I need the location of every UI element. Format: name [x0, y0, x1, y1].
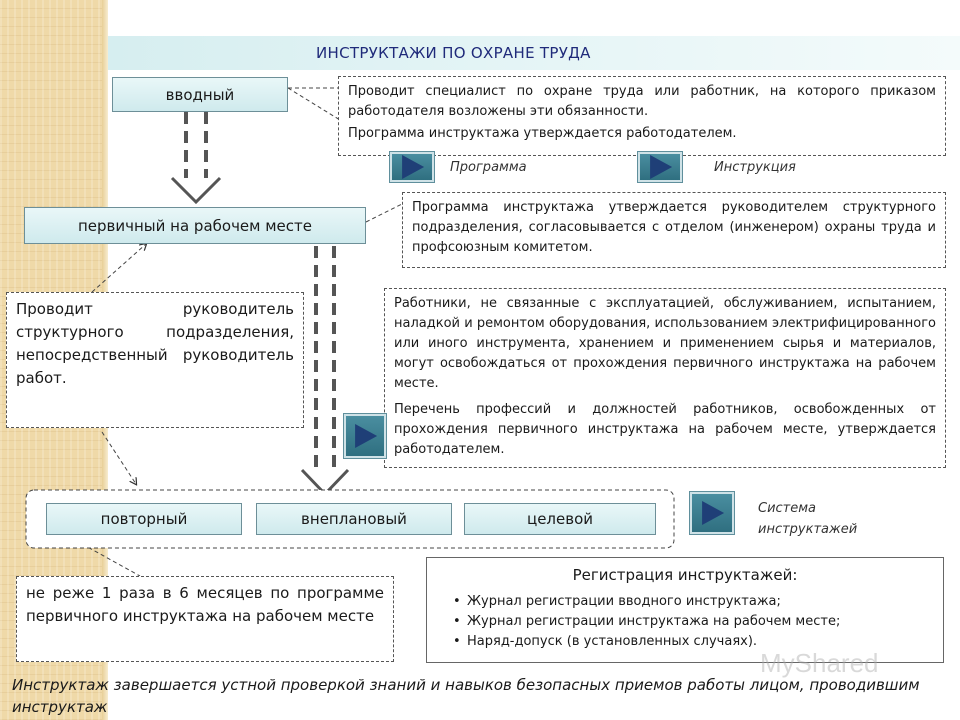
caption-instruction: Инструкция	[710, 160, 800, 175]
connector-pervichny-note	[365, 203, 403, 223]
type-tselevoy[interactable]: целевой	[464, 503, 656, 535]
watermark: MyShared	[760, 648, 879, 678]
note-exempt: Работники, не связанные с эксплуатацией,…	[384, 288, 946, 468]
connector-vvodny-note-2	[287, 87, 341, 121]
caption-system: Система инструктажей	[754, 498, 862, 540]
registration-item: Журнал регистрации инструктажа на рабоче…	[453, 612, 929, 632]
connector-conducts-down	[101, 431, 136, 484]
type-pervichny[interactable]: первичный на рабочем месте	[24, 207, 366, 244]
note-conducts-text: Проводит руководитель структурного подра…	[16, 300, 294, 387]
note-vvodny: Проводит специалист по охране труда или …	[338, 76, 946, 156]
arrow-vvodny-to-pervichny	[170, 112, 222, 205]
note-exempt-text-2: Перечень профессий и должностей работник…	[394, 402, 936, 457]
caption-program: Программа	[446, 160, 531, 175]
note-exempt-text-1: Работники, не связанные с эксплуатацией,…	[394, 296, 936, 391]
type-vvodny[interactable]: вводный	[112, 77, 288, 112]
registration-item: Журнал регистрации вводного инструктажа;	[453, 592, 929, 612]
play-triangle-icon	[402, 155, 425, 179]
registration-box: Регистрация инструктажей: Журнал регистр…	[426, 557, 944, 663]
type-vneplanovy[interactable]: внеплановый	[256, 503, 452, 535]
exempt-list-link-button[interactable]	[344, 414, 386, 458]
note-conducts: Проводит руководитель структурного подра…	[6, 292, 304, 428]
registration-title: Регистрация инструктажей:	[572, 566, 798, 584]
footer-note: Инструктаж завершается устной проверкой …	[12, 676, 920, 716]
note-vvodny-text-2: Программа инструктажа утверждается работ…	[348, 126, 737, 141]
program-link-button[interactable]	[390, 152, 434, 182]
instruction-link-button[interactable]	[638, 152, 682, 182]
note-pervichny-program-text: Программа инструктажа утверждается руков…	[412, 200, 936, 255]
title-band	[108, 36, 960, 70]
caption-system-line-2: инструктажей	[758, 522, 858, 537]
play-triangle-icon	[355, 424, 378, 448]
play-triangle-icon	[650, 155, 673, 179]
registration-list: Журнал регистрации вводного инструктажа;…	[441, 592, 929, 652]
system-link-button[interactable]	[690, 492, 734, 534]
caption-system-line-1: Система	[758, 501, 817, 516]
note-repeat-text: не реже 1 раза в 6 месяцев по программе …	[26, 584, 384, 625]
registration-item: Наряд-допуск (в установленных случаях).	[453, 632, 929, 652]
note-repeat: не реже 1 раза в 6 месяцев по программе …	[16, 576, 394, 662]
type-povtorny[interactable]: повторный	[46, 503, 242, 535]
arrow-pervichny-to-group	[300, 246, 350, 497]
note-pervichny-program: Программа инструктажа утверждается руков…	[402, 192, 946, 268]
play-triangle-icon	[702, 501, 725, 525]
note-vvodny-text-1: Проводит специалист по охране труда или …	[348, 84, 936, 119]
connector-conducts-up	[91, 244, 146, 293]
page-title: ИНСТРУКТАЖИ ПО ОХРАНЕ ТРУДА	[316, 44, 591, 62]
